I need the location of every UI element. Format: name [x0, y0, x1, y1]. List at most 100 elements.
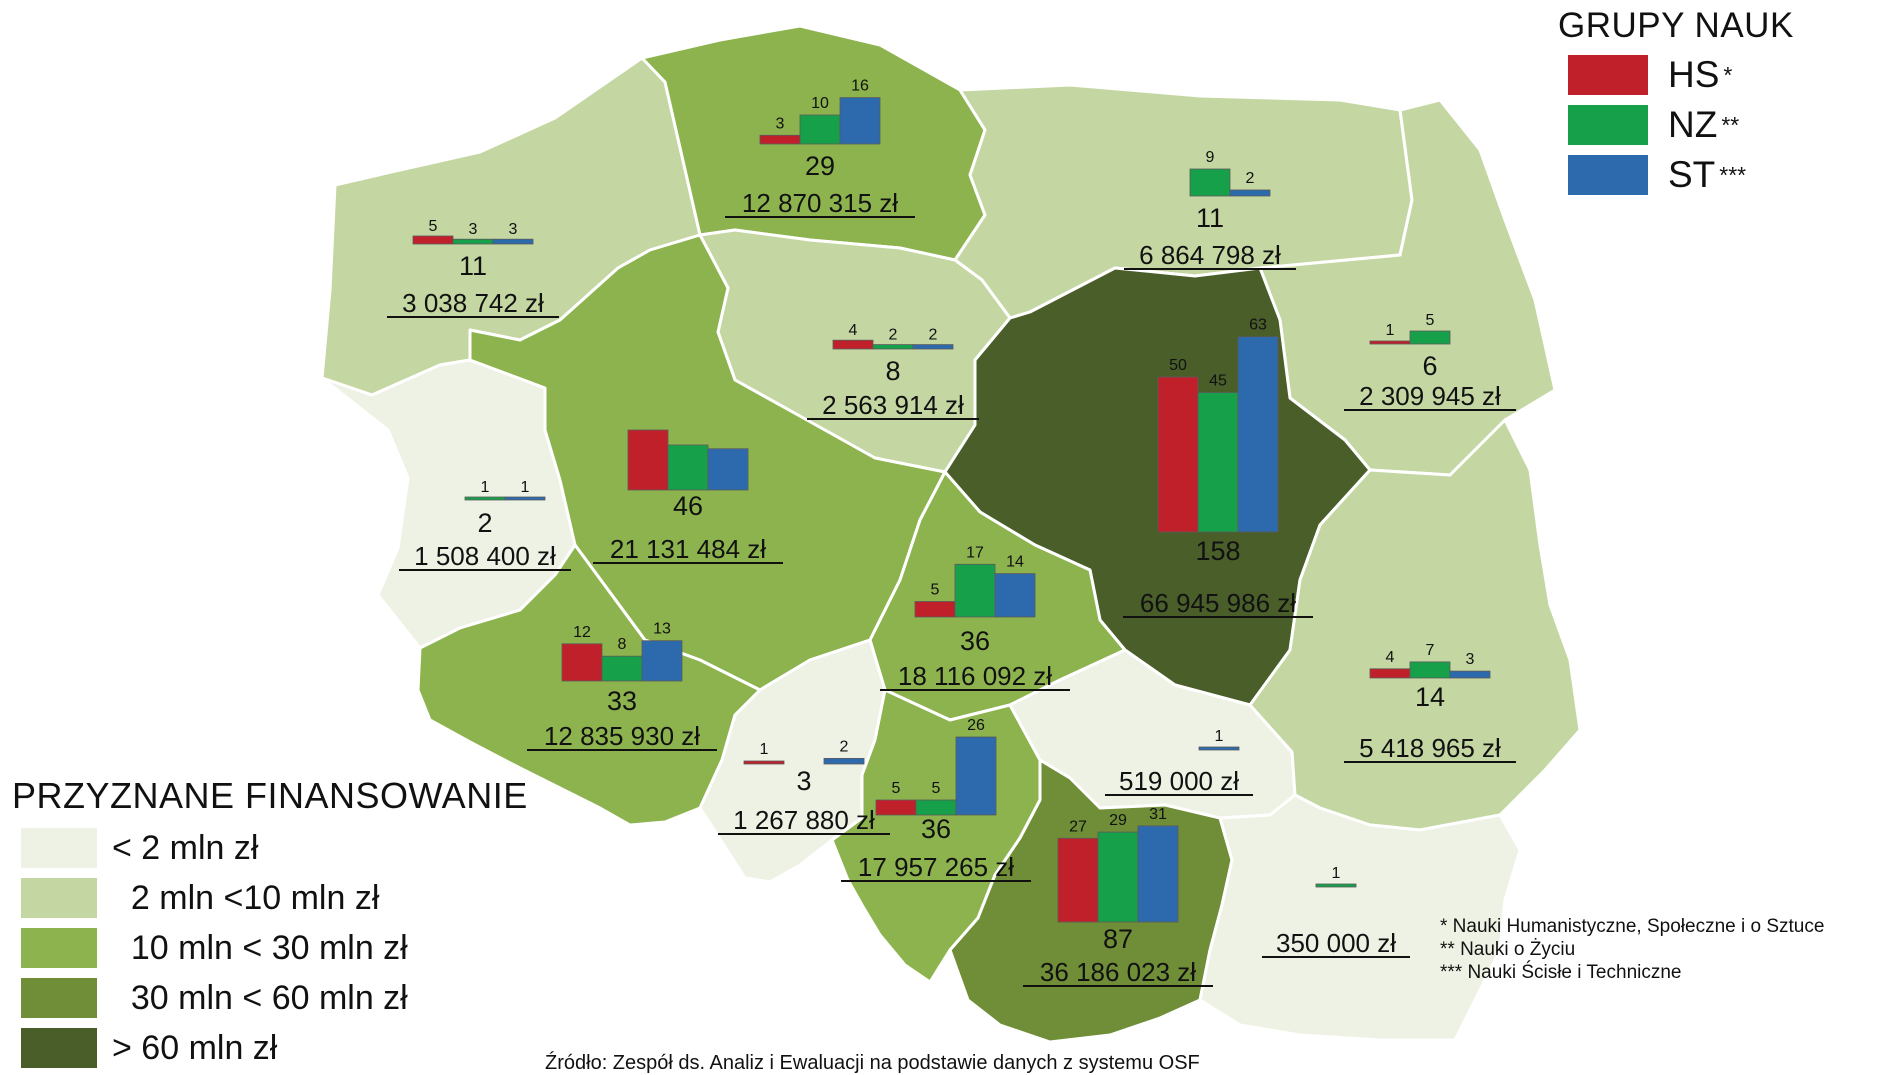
bar-value-nz-pomorskie: 10 — [811, 95, 829, 112]
bar-value-st-dolnoslaskie: 13 — [653, 621, 671, 638]
legend-mark-hs: * — [1723, 61, 1733, 88]
region-amount-mazowieckie: 66 945 986 zł — [1140, 588, 1296, 618]
bar-value-st-kujawsko-pomorskie: 2 — [929, 327, 938, 344]
legend-swatch-nz — [1568, 105, 1648, 145]
bar-st-kujawsko-pomorskie — [912, 344, 954, 350]
bar-nz-wielkopolskie — [667, 444, 709, 491]
bar-value-st-lubelskie: 3 — [1466, 651, 1475, 668]
region-amount-lodzkie: 18 116 092 zł — [898, 661, 1052, 691]
funding-swatch-2-10 — [20, 877, 98, 919]
bar-value-st-swietokrzyskie: 1 — [1215, 728, 1224, 745]
region-total-slaskie: 36 — [921, 814, 951, 844]
regions-layer — [320, 24, 1582, 1044]
region-amount-lubuskie: 1 508 400 zł — [414, 541, 556, 571]
bar-hs-slaskie — [875, 799, 917, 816]
region-total-warminsko-mazurskie: 11 — [1196, 203, 1224, 233]
bar-st-dolnoslaskie — [641, 640, 683, 682]
bar-nz-podlaskie — [1409, 330, 1451, 345]
bar-nz-warminsko-mazurskie — [1189, 168, 1231, 197]
legend-mark-st: *** — [1719, 161, 1747, 188]
bar-nz-dolnoslaskie — [601, 655, 643, 682]
bar-nz-zachodniopomorskie — [452, 238, 494, 245]
bar-st-warminsko-mazurskie — [1229, 189, 1271, 197]
region-total-malopolskie: 87 — [1103, 924, 1133, 954]
bar-hs-zachodniopomorskie — [412, 235, 454, 245]
funding-legend: PRZYZNANE FINANSOWANIE < 2 mln zł 2 mln … — [12, 775, 612, 1073]
region-amount-swietokrzyskie: 519 000 zł — [1119, 766, 1239, 796]
bar-value-nz-dolnoslaskie: 8 — [618, 636, 627, 653]
bar-nz-lubuskie — [464, 496, 506, 501]
bar-st-opolskie — [823, 758, 865, 765]
legend-swatch-st — [1568, 155, 1648, 195]
bar-nz-lubelskie — [1409, 661, 1451, 679]
funding-legend-item-2-10: 2 mln <10 mln zł — [12, 873, 612, 923]
bar-value-hs-slaskie: 5 — [892, 780, 901, 797]
bar-hs-podlaskie — [1369, 340, 1411, 345]
source-note: Źródło: Zespół ds. Analiz i Ewaluacji na… — [545, 1052, 1200, 1074]
bar-value-st-mazowieckie: 63 — [1249, 317, 1267, 334]
bar-st-pomorskie — [839, 97, 881, 145]
region-total-dolnoslaskie: 33 — [607, 686, 637, 716]
bar-value-nz-podkarpackie: 1 — [1332, 865, 1341, 882]
funding-legend-title: PRZYZNANE FINANSOWANIE — [12, 775, 528, 816]
region-amount-opolskie: 1 267 880 zł — [733, 805, 875, 835]
funding-legend-item-lt2: < 2 mln zł — [12, 823, 612, 873]
bar-value-nz-kujawsko-pomorskie: 2 — [889, 327, 898, 344]
science-groups-legend-title: GRUPY NAUK — [1558, 6, 1794, 45]
bar-value-hs-podlaskie: 1 — [1386, 322, 1395, 339]
region-label-swietokrzyskie: 1 519 000 zł — [1105, 728, 1253, 796]
bar-st-lubuskie — [504, 496, 546, 501]
funding-label-30-60: 30 mln < 60 mln zł — [112, 978, 408, 1017]
bar-value-st-lodzkie: 14 — [1006, 554, 1024, 571]
funding-legend-item-30-60: 30 mln < 60 mln zł — [12, 973, 612, 1023]
bar-hs-lodzkie — [914, 601, 956, 618]
bar-hs-opolskie — [743, 760, 785, 765]
funding-label-gt60: > 60 mln zł — [112, 1028, 278, 1067]
region-amount-slaskie: 17 957 265 zł — [858, 852, 1014, 882]
region-total-opolskie: 3 — [796, 766, 811, 796]
bar-value-st-malopolskie: 31 — [1149, 806, 1167, 823]
legend-mark-nz: ** — [1721, 111, 1740, 138]
legend-swatch-hs — [1568, 55, 1648, 95]
region-total-lubelskie: 14 — [1415, 682, 1445, 712]
region-total-lodzkie: 36 — [960, 626, 990, 656]
bar-value-hs-lubelskie: 4 — [1386, 649, 1395, 666]
legend-label-nz: NZ — [1668, 104, 1718, 145]
bar-nz-podkarpackie — [1315, 883, 1357, 888]
funding-legend-item-gt60: > 60 mln zł — [12, 1023, 612, 1073]
funding-swatch-10-30 — [20, 927, 98, 969]
region-amount-pomorskie: 12 870 315 zł — [742, 188, 898, 218]
bar-value-nz-zachodniopomorskie: 3 — [469, 221, 478, 238]
funding-label-lt2: < 2 mln zł — [112, 828, 259, 867]
region-amount-warminsko-mazurskie: 6 864 798 zł — [1139, 240, 1281, 270]
bar-value-st-warminsko-mazurskie: 2 — [1246, 170, 1255, 187]
region-total-kujawsko-pomorskie: 8 — [885, 356, 900, 386]
bar-hs-wielkopolskie — [627, 429, 669, 491]
region-amount-kujawsko-pomorskie: 2 563 914 zł — [822, 390, 964, 420]
region-total-podlaskie: 6 — [1422, 351, 1437, 381]
bar-hs-mazowieckie — [1157, 376, 1199, 533]
bar-st-zachodniopomorskie — [492, 238, 534, 245]
bar-value-st-slaskie: 26 — [967, 717, 985, 734]
bar-hs-lubelskie — [1369, 668, 1411, 679]
bar-value-hs-malopolskie: 27 — [1069, 818, 1087, 835]
region-amount-lubelskie: 5 418 965 zł — [1359, 733, 1501, 763]
region-total-wielkopolskie: 46 — [673, 491, 703, 521]
region-amount-podlaskie: 2 309 945 zł — [1359, 381, 1501, 411]
funding-swatch-30-60 — [20, 977, 98, 1019]
funding-legend-item-10-30: 10 mln < 30 mln zł — [12, 923, 612, 973]
bar-st-malopolskie — [1137, 825, 1179, 923]
bar-value-hs-dolnoslaskie: 12 — [573, 624, 591, 641]
bar-hs-malopolskie — [1057, 837, 1099, 923]
bar-hs-dolnoslaskie — [561, 643, 603, 682]
